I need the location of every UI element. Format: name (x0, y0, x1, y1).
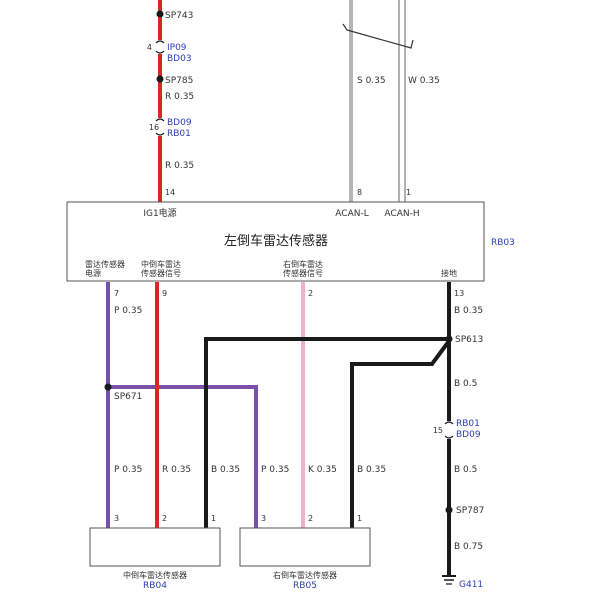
connector-bd09-pin: 16 (149, 123, 159, 132)
connector-bd03-label: BD03 (167, 54, 192, 64)
connector-bd09-symbol (155, 118, 165, 136)
connector-ip09-symbol (155, 40, 165, 54)
mid-signal-label-2: 传感器信号 (141, 268, 181, 278)
splice-sp743-dot (156, 10, 164, 18)
mid-sensor-box (89, 527, 221, 567)
pin-8-label: 8 (357, 188, 362, 197)
connector-ip09-pin: 4 (147, 43, 152, 52)
right-sensor-pin-2: 2 (308, 514, 313, 523)
wire-k035-label: K 0.35 (308, 465, 337, 475)
right-signal-label-1: 右倒车雷达 (283, 259, 323, 269)
pin-2-label: 2 (308, 289, 313, 298)
mid-sensor-code: RB04 (143, 581, 167, 591)
right-sensor-pin-3: 3 (261, 514, 266, 523)
wire-s035-label: S 0.35 (357, 76, 386, 86)
splice-sp787-dot (445, 506, 453, 514)
black-wire-right-ground (350, 339, 451, 528)
splice-sp785-dot (156, 75, 164, 83)
ig1-label: IG1电源 (143, 207, 176, 219)
splice-sp671-label: SP671 (114, 392, 142, 402)
wire-r035-c-label: R 0.35 (162, 465, 191, 475)
right-signal-label-2: 传感器信号 (283, 268, 323, 278)
wire-b035-b-label: B 0.35 (211, 465, 240, 475)
right-sensor-box (239, 527, 371, 567)
wire-p035-b-label: P 0.35 (114, 465, 142, 475)
splice-sp613-dot (445, 335, 453, 343)
acan-h-label: ACAN-H (384, 209, 419, 219)
connector-ip09-label: IP09 (167, 43, 187, 53)
wire-b05-b-label: B 0.5 (454, 465, 477, 475)
wire-p035-a-label: P 0.35 (114, 306, 142, 316)
right-sensor-name: 右倒车雷达传感器 (273, 570, 337, 580)
splice-sp743-label: SP743 (165, 11, 193, 21)
pin-1-label: 1 (406, 188, 411, 197)
mid-signal-label-1: 中倒车雷达 (141, 259, 181, 269)
ground-g411-label: G411 (459, 580, 483, 590)
wire-b05-a-label: B 0.5 (454, 379, 477, 389)
wire-b035-a-label: B 0.35 (454, 306, 483, 316)
radar-power-label-2: 电源 (85, 268, 101, 278)
pin-9-label: 9 (162, 289, 167, 298)
mid-sensor-name: 中倒车雷达传感器 (123, 570, 187, 580)
splice-sp671-dot (104, 383, 112, 391)
pin-14-label: 14 (165, 188, 175, 197)
mid-sensor-pin-3: 3 (114, 514, 119, 523)
wire-p035-c-label: P 0.35 (261, 465, 289, 475)
right-sensor-pin-1: 1 (357, 514, 362, 523)
purple-wire-branch (108, 385, 258, 528)
splice-sp787-label: SP787 (456, 506, 484, 516)
mid-sensor-pin-1: 1 (211, 514, 216, 523)
wire-r035-a-label: R 0.35 (165, 92, 194, 102)
splice-sp613-label: SP613 (455, 335, 483, 345)
module-title: 左倒车雷达传感器 (224, 233, 328, 249)
module-box (66, 201, 485, 282)
connector-bd09-label-lower: BD09 (456, 430, 481, 440)
radar-power-label-1: 雷达传感器 (85, 259, 125, 269)
wire-r035-b-label: R 0.35 (165, 161, 194, 171)
connector-rb01-pin: 15 (433, 426, 443, 435)
connector-rb01-symbol (444, 421, 454, 439)
connector-rb01-label-lower: RB01 (456, 419, 480, 429)
ground-label: 接地 (441, 268, 457, 278)
connector-ip09-gap (155, 40, 165, 54)
module-code: RB03 (491, 238, 515, 248)
connector-bd09-gap (155, 118, 165, 136)
connector-bd09-label: BD09 (167, 118, 192, 128)
wire-b075-label: B 0.75 (454, 542, 483, 552)
right-sensor-code: RB05 (293, 581, 317, 591)
connector-rb01-gap (444, 421, 454, 439)
wire-w035-label: W 0.35 (408, 76, 440, 86)
twisted-pair-marker (342, 23, 414, 49)
black-wire-mid-ground (204, 337, 449, 528)
pin-7-label: 7 (114, 289, 119, 298)
splice-sp785-label: SP785 (165, 76, 193, 86)
connector-rb01-label: RB01 (167, 129, 191, 139)
wire-b035-c-label: B 0.35 (357, 465, 386, 475)
mid-sensor-pin-2: 2 (162, 514, 167, 523)
acan-l-label: ACAN-L (335, 209, 368, 219)
pin-13-label: 13 (454, 289, 464, 298)
